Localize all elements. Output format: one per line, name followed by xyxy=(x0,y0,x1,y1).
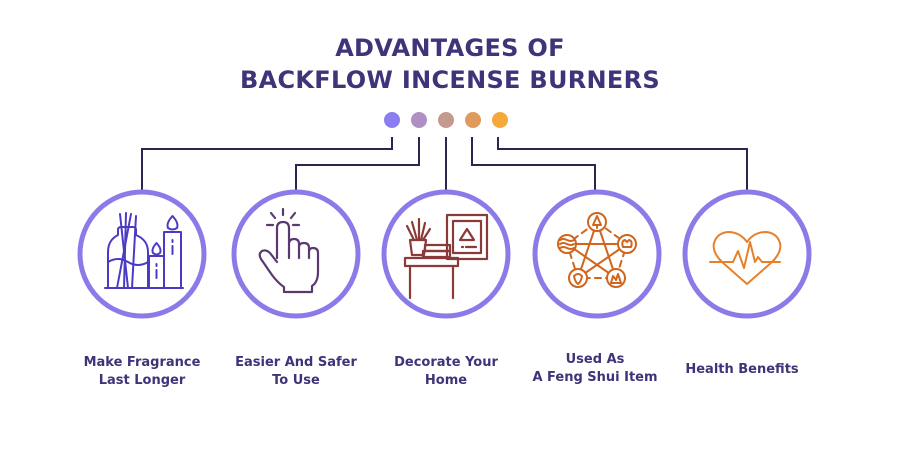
ring-2 xyxy=(231,189,361,319)
label-line-1: Used As xyxy=(565,352,625,367)
label-line-2: A Feng Shui Item xyxy=(532,370,658,385)
label-line-1: Easier And Safer xyxy=(235,355,357,370)
label-line-1: Decorate Your xyxy=(394,355,498,370)
connector-lines xyxy=(141,137,748,190)
connector-5 xyxy=(497,137,748,190)
connector-4 xyxy=(471,137,596,190)
heartbeat-icon xyxy=(709,231,782,285)
label-easier-safer: Easier And Safer To Use xyxy=(211,354,381,390)
ring-1 xyxy=(77,189,207,319)
ring-4 xyxy=(532,189,662,319)
circle-rings xyxy=(77,189,812,319)
dot-2 xyxy=(411,112,427,128)
label-line-2: Last Longer xyxy=(98,373,186,388)
label-feng-shui: Used As A Feng Shui Item xyxy=(510,351,680,387)
label-line-2: To Use xyxy=(272,373,320,388)
label-line-1: Health Benefits xyxy=(685,362,799,377)
label-line-1: Make Fragrance xyxy=(83,355,201,370)
connector-1 xyxy=(141,137,393,190)
five-elements-pentagram-icon xyxy=(557,212,637,288)
connector-2 xyxy=(295,137,420,190)
dot-4 xyxy=(465,112,481,128)
title-line-1: ADVANTAGES OF xyxy=(335,34,565,62)
dot-3 xyxy=(438,112,454,128)
label-make-fragrance: Make Fragrance Last Longer xyxy=(57,354,227,390)
reed-diffuser-candles-icon xyxy=(104,212,184,289)
home-decor-icon xyxy=(403,213,489,300)
label-decorate-home: Decorate Your Home xyxy=(361,354,531,390)
title-line-2: BACKFLOW INCENSE BURNERS xyxy=(240,66,660,94)
label-health-benefits: Health Benefits xyxy=(657,361,827,379)
dot-1 xyxy=(384,112,400,128)
label-line-2: Home xyxy=(424,373,468,388)
tap-hand-icon xyxy=(258,207,320,294)
dot-5 xyxy=(492,112,508,128)
color-dots xyxy=(384,112,508,128)
